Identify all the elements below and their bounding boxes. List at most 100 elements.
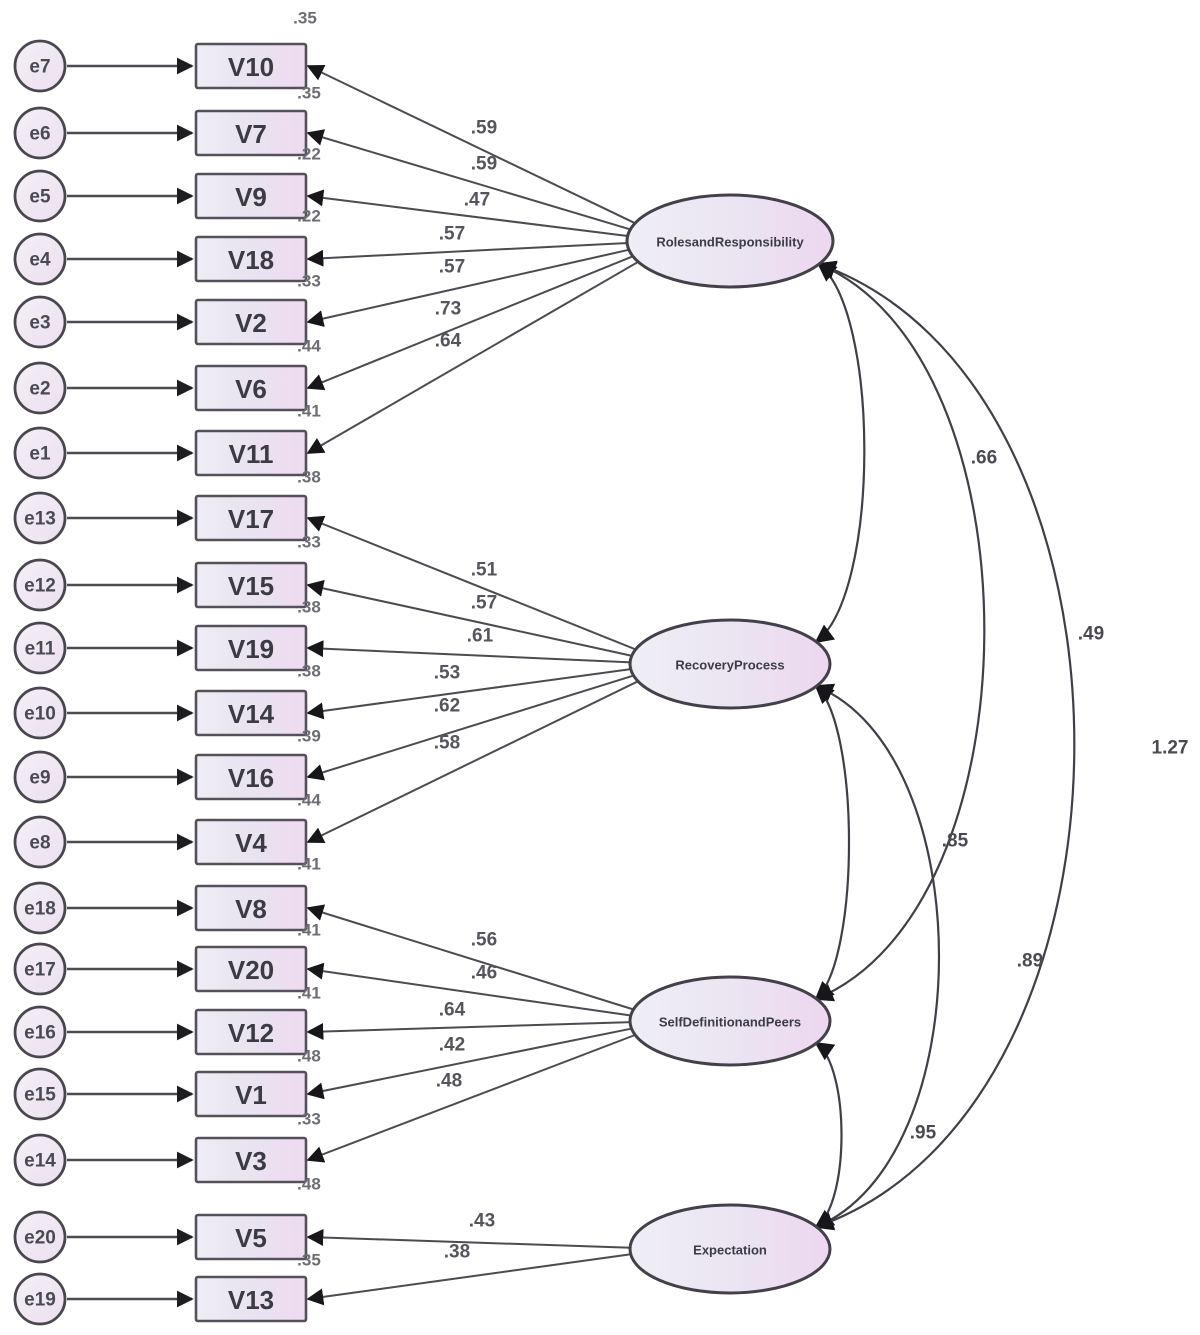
indicator-box-V16	[194, 753, 308, 801]
error-label-e2: e2	[29, 379, 50, 400]
loading-value-label: .59	[471, 154, 497, 175]
error-circle-e8	[13, 815, 67, 869]
indicator-box-V2	[194, 298, 308, 346]
indicator-label-V17: V17	[228, 504, 274, 534]
indicator-box-V9	[194, 172, 308, 220]
loading-edge-F1-V11	[306, 260, 640, 454]
residual-value-label: .22	[297, 145, 321, 164]
covariance-labels-group: .66.49.85.89.951.27	[910, 448, 1189, 1144]
error-label-e19: e19	[24, 1290, 56, 1311]
indicator-box-V14	[194, 689, 308, 737]
covariance-curve-F3-F4	[814, 1041, 843, 1229]
indicator-box-V8	[194, 884, 308, 932]
error-circle-e3	[13, 295, 67, 349]
loading-value-label: .64	[435, 331, 462, 352]
residual-value-label: .39	[297, 727, 321, 746]
residual-value-label: .41	[297, 921, 321, 940]
indicator-box-V7	[194, 109, 308, 157]
loading-value-label: .57	[471, 593, 497, 614]
indicator-box-V17	[194, 494, 308, 542]
loading-value-label: .43	[469, 1211, 495, 1232]
loading-value-label: .58	[434, 733, 460, 754]
indicator-label-V10: V10	[228, 52, 274, 82]
error-circle-e9	[13, 750, 67, 804]
indicator-nodes-group: V10V7V9V18V2V6V11V17V15V19V14V16V4V8V20V…	[194, 42, 308, 1323]
loading-edge-F2-V16	[306, 674, 635, 781]
loading-edge-F2-V19	[306, 640, 632, 664]
indicator-box-V20	[194, 945, 308, 993]
error-circle-e1	[13, 426, 67, 480]
latent-ellipse-F4	[628, 1203, 832, 1295]
residual-value-label: .38	[297, 662, 321, 681]
error-label-e12: e12	[24, 576, 56, 597]
loading-value-label: .42	[439, 1035, 465, 1056]
covariance-curve-F2-F3	[814, 684, 851, 1001]
loading-labels-group: .59.59.47.57.57.73.64.51.57.61.53.62.58.…	[434, 118, 498, 1263]
error-label-e10: e10	[24, 704, 56, 725]
error-label-e1: e1	[29, 444, 51, 465]
indicator-box-V15	[194, 561, 308, 609]
indicator-label-V13: V13	[228, 1285, 274, 1315]
residual-value-label: .35	[297, 84, 321, 103]
error-circle-e18	[13, 881, 67, 935]
covariance-curve-F1-F2	[814, 262, 866, 644]
loading-edge-F1-V10	[306, 64, 637, 225]
residual-value-label: .48	[297, 1175, 321, 1194]
residual-value-label: .44	[297, 791, 321, 810]
error-circle-e14	[13, 1133, 67, 1187]
indicator-box-V11	[194, 429, 308, 477]
error-circle-e6	[13, 106, 67, 160]
loading-value-label: .46	[471, 963, 497, 984]
error-label-e6: e6	[29, 124, 50, 145]
latent-label-F3: SelfDefinitionandPeers	[659, 1015, 801, 1030]
error-label-e7: e7	[29, 57, 50, 78]
error-label-e16: e16	[24, 1023, 56, 1044]
error-label-e4: e4	[29, 250, 51, 271]
error-label-e9: e9	[29, 768, 50, 789]
indicator-label-V7: V7	[235, 119, 267, 149]
error-circle-e10	[13, 686, 67, 740]
indicator-box-V13	[194, 1275, 308, 1323]
indicator-box-V5	[194, 1213, 308, 1261]
loading-value-label: .59	[471, 118, 497, 139]
loading-edge-F3-V20	[306, 962, 632, 1017]
loading-edge-F2-V14	[306, 668, 632, 720]
indicator-label-V5: V5	[235, 1223, 267, 1253]
loading-value-label: .38	[444, 1242, 470, 1263]
indicator-box-V6	[194, 364, 308, 412]
latent-ellipse-F3	[628, 975, 832, 1067]
residual-labels-group: .35.35.22.22.33.44.41.38.33.38.38.39.44.…	[293, 9, 321, 1270]
indicator-box-V1	[194, 1070, 308, 1118]
error-label-e18: e18	[24, 899, 56, 920]
covariance-value-label-F2-F3: .85	[942, 831, 969, 852]
indicator-box-V4	[194, 818, 308, 866]
indicator-box-V3	[194, 1136, 308, 1184]
error-label-e14: e14	[24, 1151, 56, 1172]
loading-edge-F3-V12	[306, 1021, 632, 1041]
indicator-box-V18	[194, 235, 308, 283]
indicator-label-V14: V14	[228, 699, 275, 729]
indicator-label-V1: V1	[235, 1080, 267, 1110]
residual-value-label: .22	[297, 207, 321, 226]
error-circle-e20	[13, 1210, 67, 1264]
loading-edge-F1-V9	[306, 189, 629, 238]
indicator-label-V11: V11	[229, 439, 274, 469]
latent-ellipse-F2	[628, 618, 832, 710]
covariance-curve-F1-F3	[814, 261, 986, 1002]
residual-value-label: .41	[297, 402, 321, 421]
indicator-label-V18: V18	[228, 245, 274, 275]
residual-value-label: .33	[297, 1110, 321, 1129]
loading-edge-F1-V2	[306, 248, 631, 327]
latent-label-F1: RolesandResponsibility	[656, 235, 804, 250]
error-arrow-edges	[67, 57, 194, 1308]
loading-edge-F2-V4	[306, 680, 640, 843]
covariance-value-label-F2-F4: .89	[1017, 951, 1043, 972]
residual-value-label: .44	[297, 337, 321, 356]
indicator-label-V4: V4	[235, 828, 267, 858]
loading-edge-F3-V3	[306, 1033, 637, 1163]
error-nodes-group: e7e6e5e4e3e2e1e13e12e11e10e9e8e18e17e16e…	[13, 39, 67, 1326]
indicator-box-V10	[194, 42, 308, 90]
loading-value-label: .64	[439, 1000, 466, 1021]
error-label-e13: e13	[24, 509, 56, 530]
